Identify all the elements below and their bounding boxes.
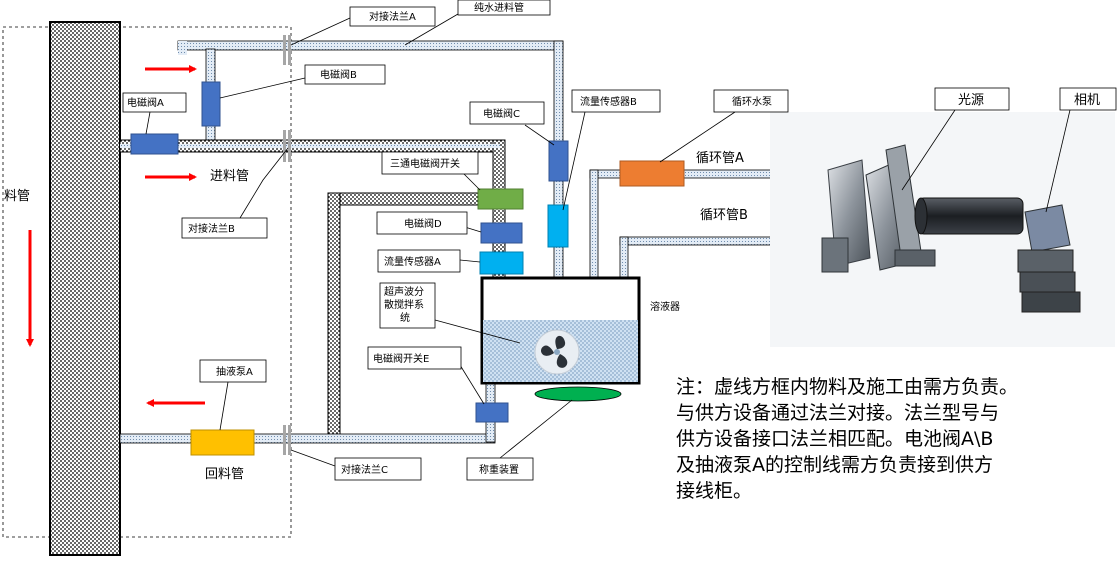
return-pipe xyxy=(119,433,496,444)
callout-valve-e xyxy=(367,346,462,370)
flow-sensor-a xyxy=(479,251,524,275)
callout-valve-c xyxy=(469,101,545,125)
three-way-valve xyxy=(477,188,524,210)
valve-b xyxy=(201,81,221,127)
camera-body xyxy=(1024,204,1071,253)
note-line-2: 与供方设备通过法兰对接。法兰型号与 xyxy=(676,402,1000,424)
valve-c xyxy=(548,140,569,182)
callout-weighing xyxy=(466,457,534,481)
callout-light-source xyxy=(934,87,1010,111)
camera-stage-top xyxy=(1017,249,1074,273)
flow-sensor-b xyxy=(547,204,569,248)
leader-weighing xyxy=(499,399,573,459)
leader-ultrasonic xyxy=(434,319,521,344)
label-pump-a: 抽液泵A xyxy=(216,365,253,378)
leader-flange-a xyxy=(290,17,351,46)
label-return-pipe: 回料管 xyxy=(205,467,244,482)
note-line-4: 及抽液泵A的控制线需方负责接到供方 xyxy=(676,454,993,476)
inner-loop-top xyxy=(327,192,484,206)
main-material-column xyxy=(49,21,121,556)
circulation-pump xyxy=(619,160,685,187)
label-light-source: 光源 xyxy=(958,93,984,108)
leader-flow-sensor-b xyxy=(562,111,586,211)
leader-flange-b xyxy=(239,147,289,219)
pump-a xyxy=(190,429,255,456)
customer-boundary xyxy=(2,26,292,538)
leader-valve-c xyxy=(524,124,555,146)
valve-a xyxy=(130,133,179,155)
camera-stage-mid xyxy=(1019,271,1076,293)
label-circ-pipe-a: 循环管A xyxy=(696,151,744,166)
flange-b xyxy=(283,130,291,162)
callout-flange-a xyxy=(349,6,436,27)
label-valve-a: 电磁阀A xyxy=(127,96,164,109)
label-pure-water-pipe: 纯水进料管 xyxy=(474,1,524,14)
leader-flange-c xyxy=(290,449,336,467)
note-line-1: 注：虚线方框内物料及施工由需方负责。 xyxy=(676,376,1019,398)
label-valve-d: 电磁阀D xyxy=(404,217,442,230)
label-ultrasonic-1: 超声波分 xyxy=(384,285,424,298)
lens-front xyxy=(914,197,928,235)
callout-flow-sensor-b xyxy=(571,89,661,113)
label-flange-a: 对接法兰A xyxy=(369,10,416,23)
note-line-5: 接线柜。 xyxy=(676,480,753,502)
flange-a xyxy=(283,35,291,65)
cell-base xyxy=(821,237,849,273)
pure-water-pipe xyxy=(177,40,564,51)
ultrasonic-fan-icon xyxy=(534,329,580,375)
label-feed-pipe: 进料管 xyxy=(210,169,249,184)
feed-pipe-core xyxy=(120,144,500,148)
callout-valve-d xyxy=(376,211,468,235)
label-flow-sensor-a: 流量传感器A xyxy=(384,255,441,268)
label-flange-c: 对接法兰C xyxy=(341,463,388,476)
callout-camera xyxy=(1059,87,1117,111)
label-flange-b: 对接法兰B xyxy=(188,222,235,235)
leader-pure-water xyxy=(404,13,459,46)
callout-valve-b xyxy=(304,64,386,85)
optical-assembly xyxy=(770,112,1115,347)
flange-c xyxy=(283,425,291,455)
leader-valve-e xyxy=(459,364,485,405)
label-valve-c: 电磁阀C xyxy=(483,107,520,120)
light-source-foot xyxy=(894,249,936,267)
valve-d xyxy=(480,222,523,244)
leader-light-source xyxy=(901,109,956,191)
label-dissolver: 溶液器 xyxy=(650,300,680,313)
callout-three-way xyxy=(381,151,479,175)
callout-flow-sensor-a xyxy=(377,249,461,273)
label-valve-b: 电磁阀B xyxy=(320,68,357,81)
leader-circ-pump xyxy=(659,111,736,163)
leader-camera xyxy=(1045,109,1071,213)
leader-valve-b xyxy=(219,77,306,99)
valve-switch-e xyxy=(475,402,509,423)
label-circ-pipe-b: 循环管B xyxy=(700,208,748,223)
label-weighing: 称重装置 xyxy=(479,463,519,476)
callout-valve-a xyxy=(122,92,187,113)
label-material-pipe: 料管 xyxy=(4,189,30,204)
label-ultrasonic-3: 统 xyxy=(400,311,410,324)
callout-pump-a xyxy=(199,359,267,383)
label-camera: 相机 xyxy=(1074,93,1100,108)
label-circ-pump: 循环水泵 xyxy=(732,95,772,108)
camera-lens xyxy=(917,197,1024,235)
note-line-3: 供方设备接口法兰相匹配。电池阀A\B xyxy=(676,428,994,450)
camera-stage-bottom xyxy=(1021,291,1081,313)
weighing-device xyxy=(534,386,622,402)
callout-pure-water xyxy=(457,0,551,16)
leader-flow-sensor-a xyxy=(459,259,481,263)
label-flow-sensor-b: 流量传感器B xyxy=(580,95,637,108)
responsibility-note: 注：虚线方框内物料及施工由需方负责。 与供方设备通过法兰对接。法兰型号与 供方设… xyxy=(676,374,1096,504)
callout-ultrasonic xyxy=(379,282,436,329)
label-valve-switch-e: 电磁阀开关E xyxy=(373,352,429,365)
callout-circ-pump xyxy=(713,89,789,113)
pure-water-pipe-corner xyxy=(178,41,187,55)
inner-loop-left xyxy=(327,192,341,437)
label-ultrasonic-2: 散搅拌系 xyxy=(384,298,424,311)
leader-pump-a xyxy=(219,381,229,431)
label-three-way-valve: 三通电磁阀开关 xyxy=(390,157,460,170)
callout-flange-b xyxy=(181,217,268,239)
leader-valve-a xyxy=(145,111,151,135)
callout-flange-c xyxy=(334,457,422,481)
